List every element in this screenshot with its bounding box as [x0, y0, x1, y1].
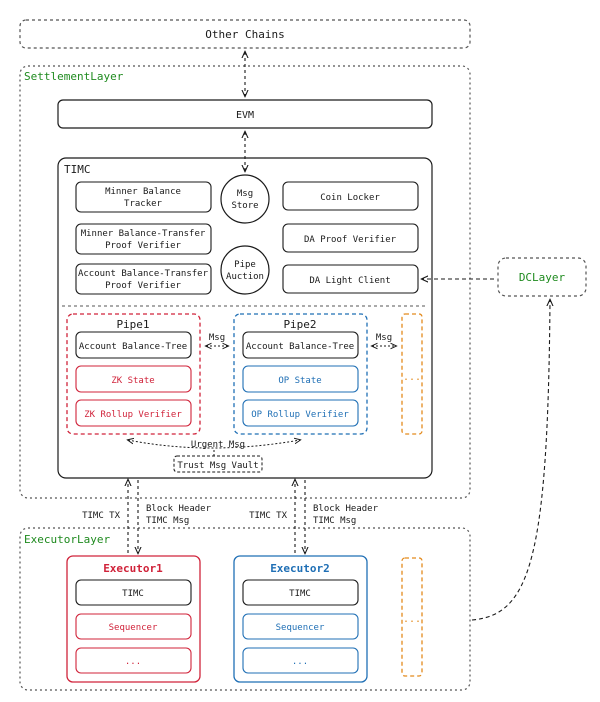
- executor-layer: ExecutorLayer Executor1 TIMC Sequencer .…: [19, 527, 471, 691]
- more-executors-label: ...: [403, 614, 421, 625]
- coin-locker-box: [282, 181, 419, 211]
- pipe2-tree-label: Account Balance-Tree: [246, 342, 354, 352]
- module-label: DA Proof Verifier: [304, 235, 397, 245]
- executor2-sequencer-box: [242, 613, 359, 640]
- more-pipes-label: ...: [403, 372, 421, 383]
- pipe-auction-label: Pipe: [234, 260, 256, 270]
- urgent-msg-label: Urgent Msg: [191, 440, 245, 450]
- executor2-title: Executor2: [270, 562, 330, 575]
- module-label: Tracker: [124, 199, 163, 209]
- msg-store-label: Store: [231, 201, 258, 211]
- executor2-sequencer-label: Sequencer: [276, 623, 325, 633]
- zk-verifier-box: [75, 399, 192, 427]
- dc-layer: DCLayer: [497, 257, 587, 297]
- executor1-more-box: [75, 647, 192, 674]
- module-label: Coin Locker: [320, 193, 380, 203]
- module-label: Account Balance-Transfer: [78, 269, 209, 279]
- timc-tx-label: TIMC TX: [249, 511, 288, 521]
- op-state-box: [242, 365, 359, 393]
- executor2-timc-label: TIMC: [289, 589, 311, 599]
- module-label: Minner Balance: [105, 187, 181, 197]
- module-label: Minner Balance-Transfer: [81, 229, 206, 239]
- executor2-box: [233, 555, 368, 683]
- settlement-layer: SettlementLayer EVM TIMC Minner Balance …: [19, 65, 471, 499]
- executor1-more-label: ...: [125, 657, 141, 667]
- pipe1-tree-box: [75, 331, 192, 359]
- pipe2-tree-box: [242, 331, 359, 359]
- timc-msg-label: TIMC Msg: [313, 516, 356, 526]
- other-chains-label: Other Chains: [205, 28, 284, 41]
- more-pipes-box: [401, 313, 423, 435]
- da-light-client-box: [282, 264, 419, 294]
- executor2-more-label: ...: [292, 657, 308, 667]
- miner-balance-tracker-box: [75, 181, 212, 213]
- module-label: Proof Verifier: [105, 281, 181, 291]
- settlement-layer-title: SettlementLayer: [24, 70, 124, 83]
- block-header-label: Block Header: [146, 504, 212, 514]
- msg-label: Msg: [209, 333, 225, 343]
- executor2-timc-box: [242, 579, 359, 606]
- zk-verifier-label: ZK Rollup Verifier: [84, 410, 182, 420]
- zk-state-box: [75, 365, 192, 393]
- executor1-timc-label: TIMC: [122, 589, 144, 599]
- op-verifier-label: OP Rollup Verifier: [251, 410, 349, 420]
- executor2-more-box: [242, 647, 359, 674]
- arrow-executor-dclayer: [471, 300, 550, 621]
- executor1-sequencer-label: Sequencer: [109, 623, 158, 633]
- pipe1-box: [66, 313, 201, 435]
- timc-msg-label: TIMC Msg: [146, 516, 189, 526]
- miner-transfer-verifier-box: [75, 223, 212, 255]
- pipe-auction-label: Auction: [226, 272, 264, 282]
- urgent-msg-arrow: [128, 440, 300, 449]
- pipe1-tree-label: Account Balance-Tree: [79, 342, 187, 352]
- dc-layer-label: DCLayer: [519, 271, 566, 284]
- other-chains-box: Other Chains: [19, 19, 471, 49]
- account-transfer-verifier-box: [75, 263, 212, 295]
- module-label: Proof Verifier: [105, 241, 181, 251]
- executor-layer-title: ExecutorLayer: [24, 533, 110, 546]
- executor1-sequencer-box: [75, 613, 192, 640]
- pipe1-title: Pipe1: [116, 318, 149, 331]
- timc-tx-label: TIMC TX: [82, 511, 121, 521]
- module-label: DA Light Client: [309, 276, 390, 286]
- more-executors-box: [401, 557, 423, 677]
- op-state-label: OP State: [278, 376, 321, 386]
- executor1-box: [66, 555, 201, 683]
- op-verifier-box: [242, 399, 359, 427]
- zk-state-label: ZK State: [111, 376, 154, 386]
- msg-store-circle: [220, 174, 270, 224]
- pipe2-box: [233, 313, 368, 435]
- timc-title: TIMC: [64, 163, 91, 176]
- trust-msg-vault-box: [173, 455, 263, 473]
- trust-msg-vault-label: Trust Msg Vault: [177, 461, 258, 471]
- evm-label: EVM: [236, 110, 254, 121]
- evm-box: [57, 99, 433, 129]
- executor1-timc-box: [75, 579, 192, 606]
- msg-label: Msg: [376, 333, 392, 343]
- pipe-auction-circle: [220, 245, 270, 295]
- msg-store-label: Msg: [237, 189, 253, 199]
- executor1-title: Executor1: [103, 562, 163, 575]
- pipe2-title: Pipe2: [283, 318, 316, 331]
- block-header-label: Block Header: [313, 504, 379, 514]
- da-proof-verifier-box: [282, 223, 419, 253]
